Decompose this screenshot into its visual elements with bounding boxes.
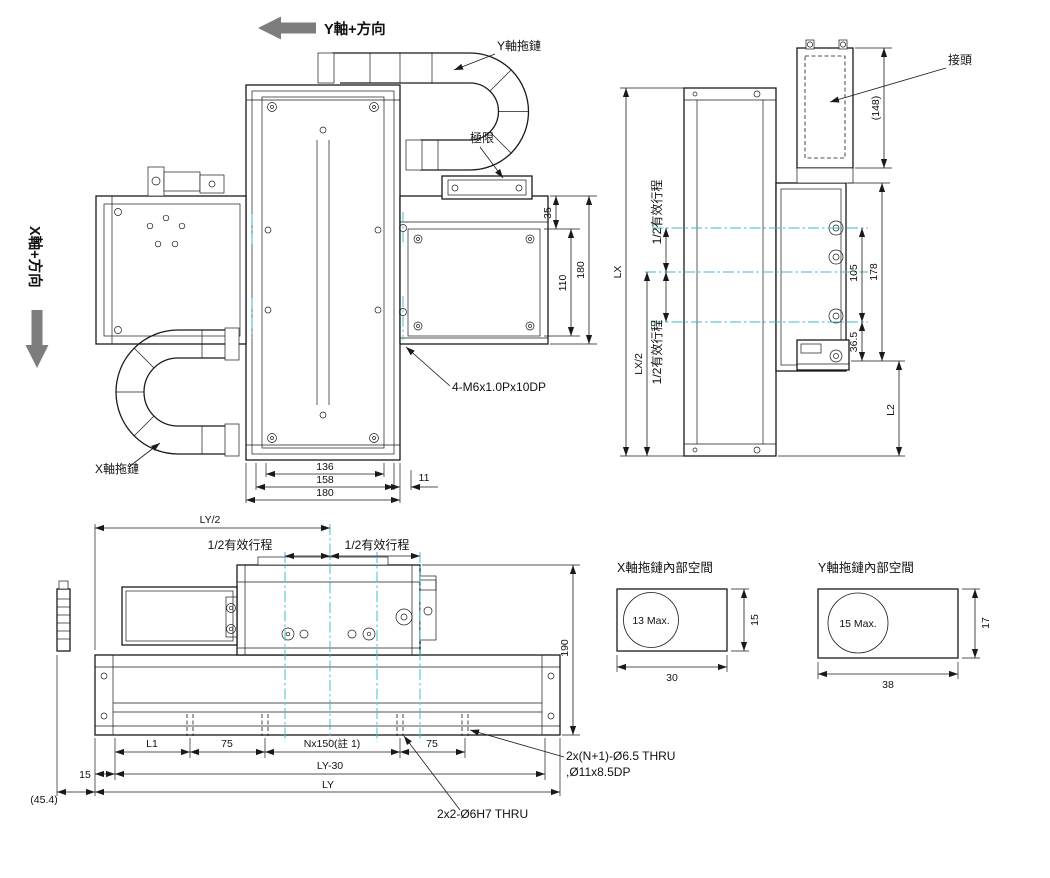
x-direction-arrow-icon <box>25 310 49 368</box>
dim-110: 110 <box>557 274 569 291</box>
dim-ly-half: LY/2 <box>200 514 221 526</box>
dim-ly-30: LY-30 <box>317 760 343 772</box>
x-chain-callout: X軸拖鏈 <box>95 461 139 476</box>
x-chain-detail-height: 15 <box>749 614 761 626</box>
front-view-top-dimensions: LY/2 1/2有效行程 1/2有效行程 <box>94 514 420 650</box>
dim-178: 178 <box>868 263 880 281</box>
dim-l1: L1 <box>146 738 158 750</box>
top-view: Y軸+方向 X軸+方向 <box>25 16 597 504</box>
front-view-carriage <box>236 556 437 656</box>
dim-11: 11 <box>419 472 430 484</box>
sensor-block <box>796 339 850 371</box>
dim-105: 105 <box>848 264 860 282</box>
dim-45-4: (45.4) <box>30 794 57 806</box>
x-chain-detail-circle-label: 13 Max. <box>632 615 669 627</box>
thru-holes-callout-line1: 2x(N+1)-Ø6.5 THRU <box>566 749 675 763</box>
y-direction-indicator: Y軸+方向 <box>258 16 386 40</box>
y-direction-label: Y軸+方向 <box>324 20 386 38</box>
x-direction-indicator: X軸+方向 <box>25 226 49 368</box>
thru-holes-callout-line2: ,Ø11x8.5DP <box>566 765 630 779</box>
y-axis-base <box>245 84 401 461</box>
connector-callout: 接頭 <box>829 52 972 103</box>
top-view-side-dimensions: 35 110 180 <box>542 195 597 345</box>
side-view-left-dimensions: LX LX/2 1/2有效行程 1/2有效行程 <box>612 87 684 457</box>
dim-nx150: Nx150(註 1) <box>304 738 361 750</box>
side-view-centerlines <box>645 227 868 323</box>
dowel-holes-callout: 2x2-Ø6H7 THRU <box>437 807 528 821</box>
x-chain-detail-title: X軸拖鏈內部空間 <box>617 560 713 575</box>
connector-label: 接頭 <box>948 52 972 67</box>
limit-callout: 極限 <box>470 130 494 145</box>
dim-75-left: 75 <box>221 738 233 750</box>
top-view-centerlines <box>251 212 404 340</box>
y-direction-arrow-icon <box>258 16 316 40</box>
dim-lx: LX <box>612 266 624 279</box>
dim-180-side: 180 <box>575 261 587 279</box>
x-chain-detail: X軸拖鏈內部空間 13 Max. 30 15 <box>616 560 761 684</box>
front-view: LY/2 1/2有效行程 1/2有效行程 190 <box>30 514 675 821</box>
y-chain-detail-height: 17 <box>980 617 992 629</box>
dim-35: 35 <box>542 207 554 219</box>
dim-half-stroke-upper: 1/2有效行程 <box>649 180 664 245</box>
dim-180-bottom: 180 <box>316 487 334 499</box>
y-chain-detail: Y軸拖鏈內部空間 15 Max. 38 17 <box>817 560 992 691</box>
dim-190: 190 <box>559 639 571 657</box>
front-view-motor <box>121 586 238 646</box>
x-direction-label: X軸+方向 <box>26 226 44 288</box>
top-view-callouts: Y軸拖鏈 極限 4-M6x1.0Px10DP X軸拖鏈 <box>95 38 546 476</box>
dim-158: 158 <box>316 474 334 486</box>
y-chain-detail-circle-label: 15 Max. <box>839 618 876 630</box>
mounting-holes-callout: 4-M6x1.0Px10DP <box>452 380 546 394</box>
pneumatic-fitting <box>147 166 225 197</box>
front-view-centerlines <box>284 524 421 742</box>
y-chain-callout: Y軸拖鏈 <box>497 38 541 53</box>
dim-half-stroke-right: 1/2有效行程 <box>345 537 410 552</box>
x-cable-chain <box>115 327 240 457</box>
dim-lx-half: LX/2 <box>633 353 645 375</box>
y-chain-detail-width: 38 <box>882 679 894 691</box>
dim-136: 136 <box>316 461 334 473</box>
side-view-right-dimensions: (148) 105 36.5 178 L2 <box>778 47 905 457</box>
top-view-bottom-dimensions: 136 158 180 11 <box>245 461 438 504</box>
connector-block <box>796 39 854 184</box>
x-chain-detail-width: 30 <box>666 672 678 684</box>
limit-switch-block <box>441 175 533 200</box>
front-view-callouts: 2x(N+1)-Ø6.5 THRU ,Ø11x8.5DP 2x2-Ø6H7 TH… <box>403 729 675 821</box>
front-view-bottom-dimensions: L1 75 Nx150(註 1) 75 15 LY-30 LY (45.4) <box>30 655 561 806</box>
y-cable-chain <box>317 52 530 171</box>
front-view-height-dimension: 190 <box>422 564 580 736</box>
dim-ly: LY <box>322 779 334 791</box>
y-chain-detail-title: Y軸拖鏈內部空間 <box>818 560 914 575</box>
side-view: LX LX/2 1/2有效行程 1/2有效行程 (148) 105 36.5 1… <box>612 39 972 457</box>
dim-148: (148) <box>870 96 882 121</box>
dim-15: 15 <box>79 769 91 781</box>
x-axis-motor-assembly <box>95 195 247 345</box>
dim-l2: L2 <box>885 404 897 416</box>
x-axis-right-plate <box>399 195 549 345</box>
front-view-cable-connector <box>56 580 71 652</box>
dim-36-5: 36.5 <box>848 332 860 353</box>
dim-half-stroke-left: 1/2有效行程 <box>208 537 273 552</box>
front-view-base <box>94 654 561 736</box>
dim-75-right: 75 <box>426 738 438 750</box>
dim-half-stroke-lower: 1/2有效行程 <box>649 320 664 385</box>
